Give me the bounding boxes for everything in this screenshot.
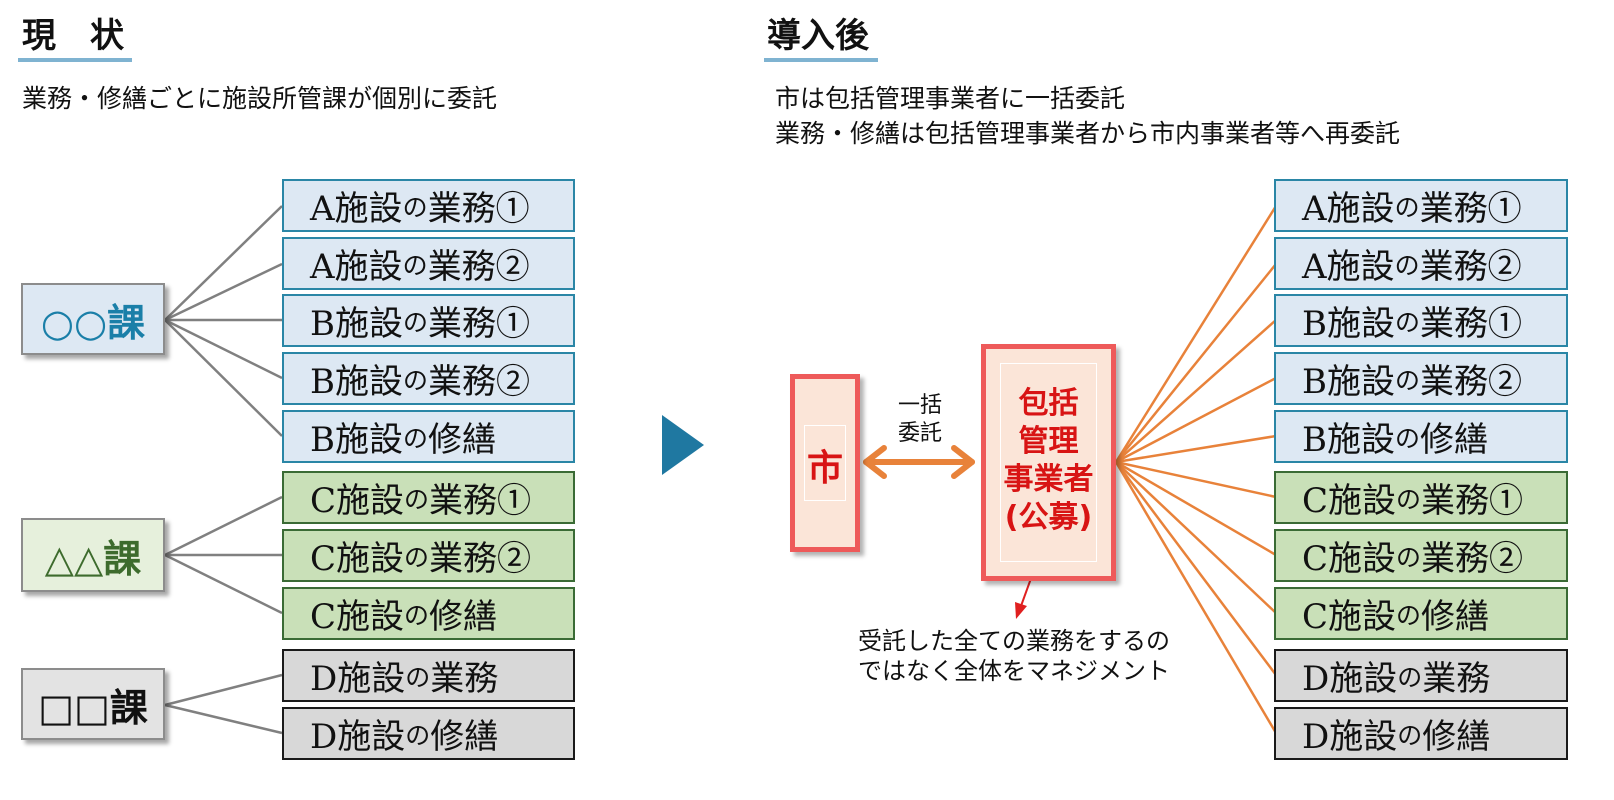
connector-line [164,553,283,615]
after-intro-title-underline [764,58,878,62]
connector-line [164,318,283,380]
contract-label-2: 委託 [898,421,943,446]
connector-line [164,319,283,437]
current-state-title: 現 状 [22,16,124,56]
task-box: C施設の業務② [1274,529,1568,582]
outsourcing-line [1115,263,1277,463]
connector-line [164,262,283,322]
dept-label: □□課 [38,684,148,730]
task-box: C施設の業務① [282,471,575,524]
task-box: D施設の業務 [1274,649,1568,702]
task-box: C施設の修繕 [282,587,575,640]
task-box: C施設の業務① [1274,471,1568,524]
task-box: B施設の修繕 [282,410,575,463]
task-box: B施設の業務② [1274,352,1568,405]
task-box: D施設の修繕 [282,707,575,760]
city-box: 市 [790,374,860,552]
task-box: A施設の業務① [282,179,575,232]
task-box: A施設の業務① [1274,179,1568,232]
connector-line [164,703,283,735]
task-box: D施設の修繕 [1274,707,1568,760]
city-label: 市 [806,448,843,489]
after-intro-title: 導入後 [767,16,869,56]
task-box: D施設の業務 [282,649,575,702]
outsourcing-line [1115,461,1277,614]
dept-box-square: □□課 [21,668,165,740]
outsourcing-line [1115,434,1277,464]
outsourcing-line [1115,376,1277,464]
connector-line [164,495,283,557]
contract-double-arrow [863,445,975,479]
contract-label-1: 一括 [898,393,943,418]
current-state-subtitle: 業務・修繕ごとに施設所管課が個別に委託 [22,84,498,113]
task-box: C施設の業務② [282,529,575,582]
management-note-1: 受託した全ての業務をするの [858,627,1170,655]
dept-label: △△課 [44,535,142,581]
management-note-2: ではなく全体をマネジメント [858,657,1170,685]
after-intro-subtitle-1: 市は包括管理事業者に一括委託 [775,84,1126,113]
contractor-label: 包括 管理 事業者 (公募) [1003,386,1094,535]
connector-line [164,205,283,321]
task-box: B施設の業務① [282,294,575,347]
task-box: B施設の修繕 [1274,410,1568,463]
outsourcing-line [1115,461,1277,676]
dept-box-circle: ○○課 [21,283,165,355]
outsourcing-line [1115,319,1277,463]
outsourcing-line [1115,460,1277,557]
outsourcing-line [1114,461,1278,734]
outsourcing-line [1115,460,1277,499]
after-intro-subtitle-2: 業務・修繕は包括管理事業者から市内事業者等へ再委託 [775,119,1401,148]
task-box: A施設の業務② [1274,237,1568,290]
outsourcing-line [1114,205,1278,463]
dept-box-triangle: △△課 [21,518,165,592]
connector-line [164,673,283,707]
contractor-box: 包括 管理 事業者 (公募) [981,344,1116,581]
current-state-title-underline [18,58,132,62]
transition-arrow-icon [662,415,704,475]
dept-label: ○○課 [40,299,146,345]
task-box: B施設の業務② [282,352,575,405]
task-box: A施設の業務② [282,237,575,290]
task-box: C施設の修繕 [1274,587,1568,640]
task-box: B施設の業務① [1274,294,1568,347]
